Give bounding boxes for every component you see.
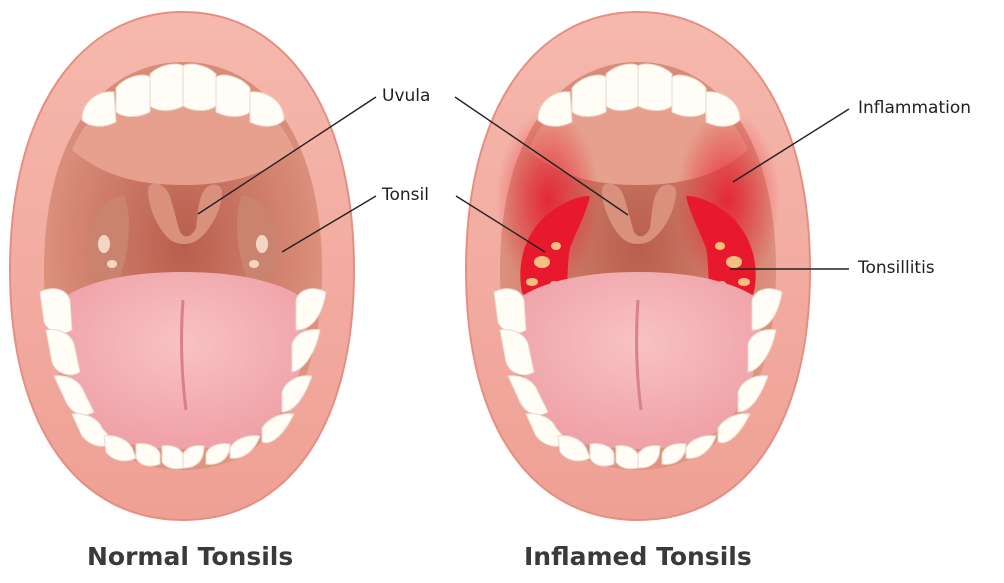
normal-mouth <box>10 12 354 520</box>
inflamed-mouth <box>466 12 810 520</box>
uvula-label: Uvula <box>382 86 430 106</box>
tonsillitis-label: Tonsillitis <box>858 258 935 278</box>
normal-tonsils-caption: Normal Tonsils <box>87 542 293 571</box>
inflammation-label: Inflammation <box>858 98 971 118</box>
tonsil-label: Tonsil <box>382 185 429 205</box>
inflamed-tonsils-caption: Inflamed Tonsils <box>524 542 752 571</box>
